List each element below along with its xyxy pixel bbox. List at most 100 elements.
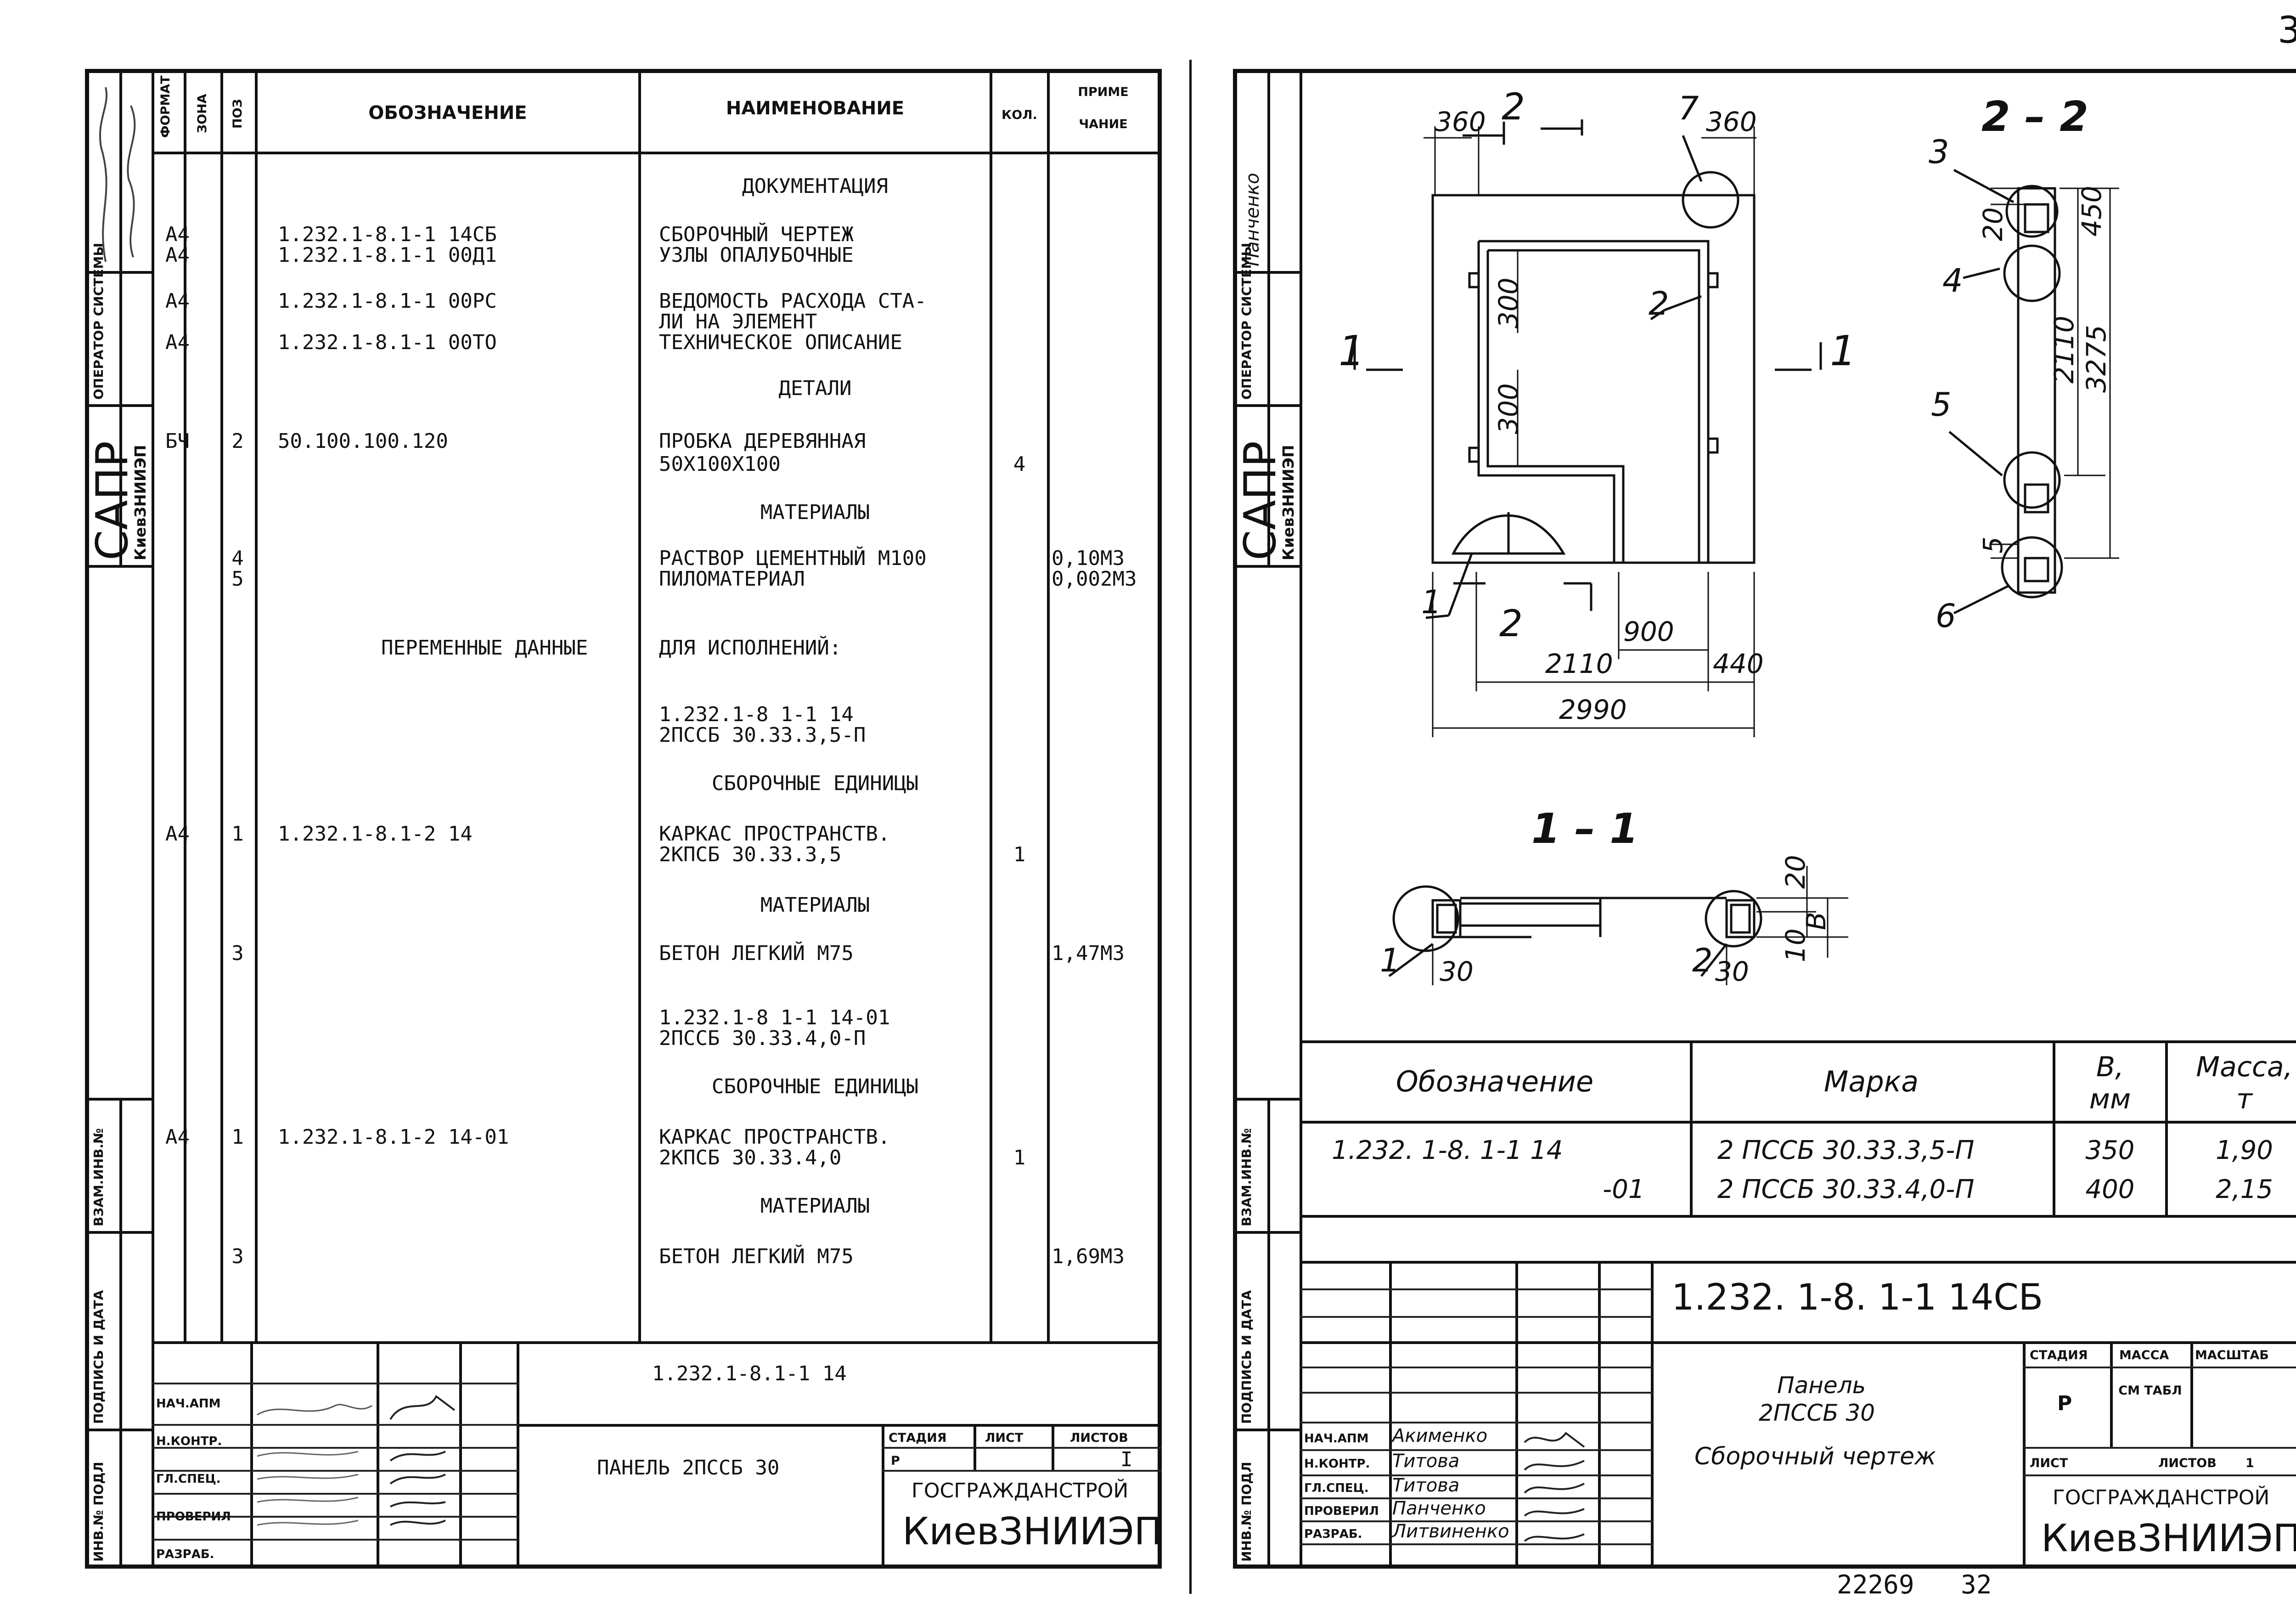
- left-side-stamp-line: [152, 69, 154, 1569]
- right-role-name: Панченко: [1392, 1498, 1486, 1519]
- spec-cell-des: ПЕРЕМЕННЫЕ ДАННЫЕ: [381, 636, 588, 660]
- frame-left: [1477, 241, 1615, 563]
- left-inv-label: ИНВ.№ ПОДЛ: [91, 1462, 106, 1562]
- spec-cell-name: 1.232.1-8 1-1 14: [659, 703, 854, 726]
- spec-cell-des: 50.100.100.120: [278, 429, 448, 453]
- svg-text:2: 2: [1649, 285, 1669, 322]
- svg-text:1: 1: [1339, 327, 1365, 375]
- spec-cell-name: СБОРОЧНЫЕ ЕДИНИЦЫ: [711, 1075, 919, 1098]
- variants-cell-mark: 2 ПССБ 30.33.3,5-П: [1717, 1135, 1975, 1165]
- spec-cell-fmt: БЧ: [165, 429, 190, 453]
- svg-text:3275: 3275: [2081, 325, 2112, 393]
- spec-cell-pos: 3: [231, 1245, 244, 1268]
- left-sapr-label: САПР: [87, 441, 138, 560]
- spec-cell-name: УЗЛЫ ОПАЛУБОЧНЫЕ: [659, 243, 854, 267]
- spec-cell-qty: 4: [1013, 452, 1026, 476]
- spec-cell-pos: 4: [231, 547, 244, 570]
- left-side-signatures: [99, 87, 136, 262]
- spec-cell-name: МАТЕРИАЛЫ: [760, 893, 870, 917]
- svg-text:5: 5: [1931, 386, 1952, 424]
- spec-cell-name: 50Х100Х100: [659, 452, 781, 476]
- spec-cell-name: ЛИ НА ЭЛЕМЕНТ: [659, 310, 817, 333]
- right-role-label: ПРОВЕРИЛ: [1304, 1504, 1379, 1518]
- spec-cell-des: 1.232.1-8.1-1 00ТО: [278, 331, 497, 354]
- svg-text:1: 1: [1830, 327, 1856, 375]
- left-role-label: НАЧ.АПМ: [156, 1397, 221, 1411]
- right-title-3: Сборочный чертеж: [1694, 1443, 1936, 1470]
- spec-cell-name: 2ПССБ 30.33.4,0-П: [659, 1027, 866, 1050]
- fold-line: [1189, 60, 1192, 1594]
- header-pos: ПОЗ: [231, 99, 245, 129]
- variants-header-mass-unit: т: [2236, 1083, 2252, 1115]
- spec-cell-name: СБОРОЧНЫЕ ЕДИНИЦЫ: [711, 772, 919, 795]
- spec-cell-fmt: А4: [165, 243, 190, 267]
- svg-text:900: 900: [1623, 616, 1674, 647]
- svg-text:450: 450: [2076, 186, 2107, 237]
- right-inv-label: ИНВ.№ ПОДЛ: [1239, 1462, 1254, 1562]
- spec-cell-name: БЕТОН ЛЕГКИЙ М75: [659, 1245, 854, 1268]
- page-number: 31: [2278, 9, 2296, 51]
- left-org2: КиевЗНИИЭП: [902, 1510, 1163, 1553]
- spec-cell-name: СБОРОЧНЫЙ ЧЕРТЕЖ: [659, 223, 854, 246]
- svg-text:2: 2: [1499, 602, 1523, 645]
- header-note-2: ЧАНИЕ: [1079, 117, 1128, 131]
- left-role-label: РАЗРАБ.: [156, 1548, 214, 1561]
- right-org-short: КиевЗНИИЭП: [1279, 445, 1297, 561]
- spec-cell-name: КАРКАС ПРОСТРАНСТВ.: [659, 822, 890, 846]
- spec-cell-fmt: А4: [165, 223, 190, 246]
- right-sheet-label: ЛИСТ: [2030, 1456, 2068, 1470]
- svg-text:30: 30: [1440, 956, 1474, 987]
- spec-cell-pos: 1: [231, 822, 244, 846]
- right-stage-label: СТАДИЯ: [2030, 1348, 2088, 1362]
- svg-text:10: 10: [1780, 928, 1811, 962]
- left-signatures: [257, 1395, 456, 1526]
- dim-360-a: 360: [1435, 106, 1486, 137]
- spec-cell-note: 0,10М3: [1052, 547, 1125, 570]
- left-role-label: ГЛ.СПЕЦ.: [156, 1472, 221, 1486]
- spec-cell-name: 2КПСБ 30.33.4,0: [659, 1146, 842, 1169]
- left-stage-label: СТАДИЯ: [889, 1431, 947, 1445]
- right-frame: [1233, 69, 2296, 1569]
- variants-cell-des: -01: [1603, 1175, 1645, 1204]
- svg-text:2: 2: [1502, 85, 1525, 128]
- spec-cell-name: БЕТОН ЛЕГКИЙ М75: [659, 942, 854, 965]
- left-role-label: ПРОВЕРИЛ: [156, 1510, 231, 1524]
- variants-cell-mass: 2,15: [2216, 1175, 2273, 1204]
- spec-cell-fmt: А4: [165, 1125, 190, 1149]
- spec-cell-name: ПИЛОМАТЕРИАЛ: [659, 567, 805, 591]
- svg-text:B: B: [1801, 912, 1832, 930]
- variants-header-b-unit: мм: [2089, 1083, 2131, 1115]
- header-zone: ЗОНА: [195, 94, 209, 133]
- right-mass-value: СМ ТАБЛ: [2118, 1384, 2182, 1398]
- spec-cell-note: 1,69М3: [1052, 1245, 1125, 1268]
- svg-text:6: 6: [1936, 597, 1956, 635]
- spec-cell-name: ДОКУМЕНТАЦИЯ: [742, 175, 888, 198]
- spec-cell-pos: 3: [231, 942, 244, 965]
- right-stage-value: Р: [2057, 1392, 2072, 1415]
- header-format: ФОРМАТ: [158, 75, 173, 138]
- svg-text:3: 3: [1929, 133, 1949, 171]
- spec-cell-qty: 1: [1013, 1146, 1026, 1169]
- svg-text:1 – 1: 1 – 1: [1531, 805, 1638, 853]
- variants-cell-des: 1.232. 1-8. 1-1 14: [1332, 1135, 1563, 1165]
- variants-header-mark: Марка: [1823, 1065, 1919, 1098]
- frame-top: [1479, 240, 1710, 563]
- variants-header-mass: Масса,: [2196, 1051, 2293, 1083]
- spec-cell-pos: 1: [231, 1125, 244, 1149]
- right-sheets-value: 1: [2245, 1456, 2254, 1470]
- svg-text:440: 440: [1713, 648, 1764, 679]
- right-vzam-label: ВЗАМ.ИНВ.№: [1239, 1128, 1254, 1226]
- panel-outline: [1431, 194, 1756, 564]
- spec-cell-des: 1.232.1-8.1-2 14-01: [278, 1125, 509, 1149]
- svg-text:30: 30: [1715, 956, 1749, 987]
- spec-cell-note: 1,47М3: [1052, 942, 1125, 965]
- footer-page: 32: [1961, 1570, 1992, 1600]
- right-org2: КиевЗНИИЭП: [2041, 1517, 2296, 1560]
- spec-cell-name: РАСТВОР ЦЕМЕНТНЫЙ М100: [659, 547, 927, 570]
- right-mass-label: МАССА: [2119, 1348, 2169, 1362]
- spec-cell-des: 1.232.1-8.1-1 00Д1: [278, 243, 497, 267]
- svg-text:1: 1: [1380, 942, 1401, 979]
- right-signatures: [1524, 1432, 1585, 1542]
- right-sapr-label: САПР: [1235, 441, 1286, 560]
- spec-cell-qty: 1: [1013, 843, 1026, 866]
